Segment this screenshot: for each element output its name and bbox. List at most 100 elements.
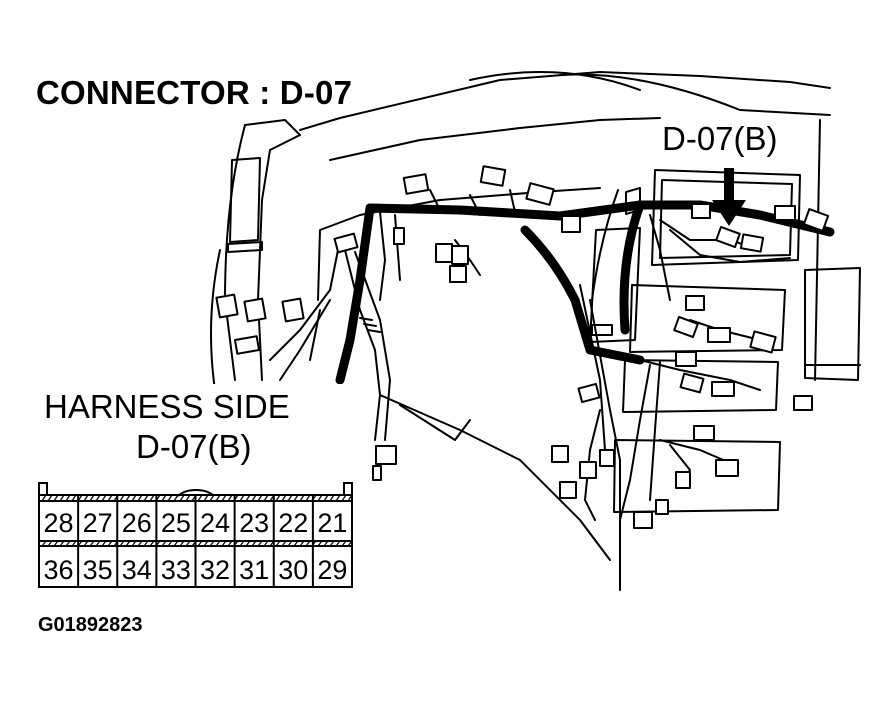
hatch-line — [89, 540, 95, 547]
hatch-line — [53, 494, 59, 502]
pin-label-top: 25 — [161, 508, 191, 538]
hatch-line — [179, 494, 185, 502]
hatch-line — [167, 540, 173, 547]
locating-tab-left — [38, 482, 48, 496]
hatch-line — [95, 540, 101, 547]
hatch-line — [275, 540, 281, 547]
pin-label-top: 22 — [278, 508, 308, 538]
rail-hatching — [41, 494, 353, 547]
hatch-line — [239, 540, 245, 547]
hatch-line — [107, 494, 113, 502]
hatch-line — [41, 494, 47, 502]
hatch-line — [221, 540, 227, 547]
hatch-line — [47, 540, 53, 547]
hatch-line — [293, 494, 299, 502]
hatch-line — [341, 540, 347, 547]
hatch-line — [59, 540, 65, 547]
hatch-line — [257, 494, 263, 502]
hatch-line — [59, 494, 65, 502]
pin-label-bottom: 34 — [122, 555, 152, 585]
hatch-line — [143, 494, 149, 502]
pin-label-top: 28 — [44, 508, 74, 538]
small-connectors — [215, 165, 830, 529]
hatch-line — [47, 494, 53, 502]
hatch-line — [323, 494, 329, 502]
hatch-line — [197, 540, 203, 547]
hatch-line — [209, 540, 215, 547]
hatch-line — [65, 540, 71, 547]
hatch-line — [239, 494, 245, 502]
pin-label-bottom: 35 — [83, 555, 113, 585]
hatch-line — [281, 494, 287, 502]
hatch-line — [101, 540, 107, 547]
pin-label-top: 26 — [122, 508, 152, 538]
pin-label-top: 23 — [239, 508, 269, 538]
hatch-line — [89, 494, 95, 502]
hatch-line — [149, 540, 155, 547]
hatch-line — [53, 540, 59, 547]
hatch-line — [215, 494, 221, 502]
hatch-line — [335, 540, 341, 547]
hatch-line — [293, 540, 299, 547]
hatch-line — [95, 494, 101, 502]
hatch-line — [299, 494, 305, 502]
hatch-line — [341, 494, 347, 502]
hatch-line — [179, 540, 185, 547]
hatch-line — [317, 494, 323, 502]
hatch-line — [281, 540, 287, 547]
hatch-line — [227, 540, 233, 547]
harness-side-label: HARNESS SIDE — [44, 388, 290, 425]
pin-label-top: 27 — [83, 508, 113, 538]
hatch-line — [161, 494, 167, 502]
hatch-line — [305, 540, 311, 547]
hatch-line — [173, 494, 179, 502]
top-row-pins: 28 27 26 25 24 23 22 21 — [44, 508, 348, 538]
hatch-line — [149, 494, 155, 502]
hatch-line — [107, 540, 113, 547]
pin-label-bottom: 36 — [44, 555, 74, 585]
pin-label-top: 24 — [200, 508, 230, 538]
hatch-line — [185, 494, 191, 502]
hatch-line — [275, 494, 281, 502]
hatch-line — [185, 540, 191, 547]
locating-tab-right — [343, 482, 353, 496]
hatch-line — [173, 540, 179, 547]
hatch-line — [347, 494, 353, 502]
pin-dividers — [77, 495, 314, 587]
hatch-line — [263, 494, 269, 502]
hatch-line — [263, 540, 269, 547]
pin-label-bottom: 30 — [278, 555, 308, 585]
hatch-line — [299, 540, 305, 547]
hatch-line — [41, 540, 47, 547]
hatch-line — [245, 494, 251, 502]
hatch-line — [209, 494, 215, 502]
hatch-line — [287, 494, 293, 502]
hatch-line — [65, 494, 71, 502]
main-harness-trunk — [335, 200, 835, 385]
connector-title: CONNECTOR : D-07 — [36, 74, 353, 111]
dashboard-outline — [210, 71, 831, 591]
hatch-line — [197, 494, 203, 502]
hatch-line — [131, 540, 137, 547]
locking-latch — [177, 489, 215, 497]
hatch-line — [203, 540, 209, 547]
hatch-line — [221, 494, 227, 502]
hatch-line — [125, 494, 131, 502]
hatch-line — [203, 494, 209, 502]
d07b-callout-label: D-07(B) — [662, 120, 778, 157]
hatch-line — [329, 494, 335, 502]
figure-code: G01892823 — [38, 614, 143, 636]
hatch-line — [227, 494, 233, 502]
pin-label-bottom: 32 — [200, 555, 230, 585]
hatch-line — [137, 540, 143, 547]
hatch-line — [119, 494, 125, 502]
hatch-line — [83, 494, 89, 502]
hatch-line — [119, 540, 125, 547]
hatch-line — [71, 540, 77, 547]
hatch-line — [257, 540, 263, 547]
hatch-line — [131, 494, 137, 502]
pin-label-top: 21 — [317, 508, 347, 538]
